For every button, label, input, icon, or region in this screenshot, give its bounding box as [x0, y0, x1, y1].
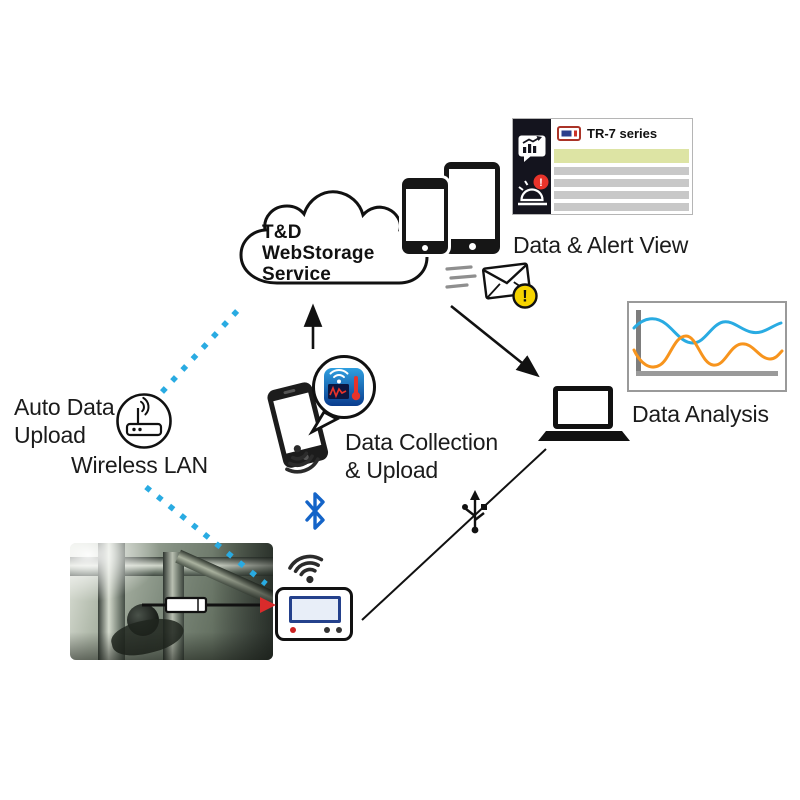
sensor-tip [260, 597, 276, 613]
chart-x-axis [636, 371, 778, 376]
laptop-icon [538, 386, 630, 441]
alert-view-panel: ! TR-7 series [512, 118, 693, 215]
sensor-plug [164, 596, 208, 614]
cloud-title: T&D WebStorage Service [262, 222, 375, 285]
chart-blue-line [632, 317, 783, 345]
data-analysis-label: Data Analysis [632, 401, 769, 427]
analysis-chart [627, 301, 787, 392]
photo-light [70, 543, 162, 602]
highlighted-data-row [554, 149, 689, 163]
logger-display [289, 596, 341, 623]
tr7-device-icon [557, 126, 581, 141]
logger-button [336, 627, 342, 633]
data-collection-label: Data Collection & Upload [345, 428, 498, 484]
logger-red-led [290, 627, 296, 633]
data-logger-icon [275, 587, 353, 641]
auto-data-line2: Upload [14, 422, 86, 448]
phone-wifi-icon [285, 445, 320, 474]
alert-lamp-icon: ! [518, 174, 549, 206]
alert-badge [533, 174, 549, 190]
data-collection-app-icon [324, 368, 364, 406]
usb-line [361, 448, 547, 621]
chart-bubble-icon [518, 135, 546, 162]
data-collection-line2: & Upload [345, 457, 439, 483]
wifi-dotted-line-lower [144, 484, 268, 587]
tablet-screen [449, 169, 495, 239]
collection-phone-icon [267, 382, 329, 468]
smartphone-icon [402, 178, 448, 254]
wifi-dotted-line-upper [159, 308, 241, 394]
data-row [554, 179, 689, 187]
data-collection-line1: Data Collection [345, 429, 498, 455]
mail-exclamation: ! [522, 287, 528, 306]
tablet-icon [444, 162, 500, 254]
data-alert-view-label: Data & Alert View [513, 232, 689, 258]
bluetooth-icon [305, 492, 325, 530]
alert-view-sidebar: ! [513, 119, 551, 214]
cloud-to-pc-arrow [450, 304, 540, 378]
smartphone-screen [406, 189, 444, 241]
alert-view-content: TR-7 series [551, 119, 692, 214]
cloud-title-line1: T&D [262, 222, 302, 243]
cloud-title-line3: Service [262, 264, 332, 285]
analysis-chart-plot [632, 310, 784, 376]
mail-alert-badge [512, 283, 538, 309]
sensor-cable [142, 596, 276, 614]
chart-orange-line [632, 334, 784, 369]
tablet-home-button [468, 243, 476, 250]
alert-exclamation: ! [539, 177, 543, 189]
logger-wifi-icon [288, 554, 324, 584]
auto-data-upload-label: Auto Data Upload [14, 393, 115, 449]
alert-view-header: TR-7 series [551, 119, 692, 148]
wireless-router-icon [116, 393, 172, 449]
mail-notification: ! [445, 262, 538, 309]
cloud-title-line2: WebStorage [262, 243, 375, 264]
data-row [554, 191, 689, 199]
auto-data-line1: Auto Data [14, 394, 115, 420]
data-row [554, 167, 689, 175]
photo-floor-shadow [70, 631, 273, 660]
wireless-lan-label: Wireless LAN [71, 452, 208, 478]
speed-lines [445, 265, 477, 289]
app-bubble [308, 355, 376, 436]
logger-button [324, 627, 330, 633]
data-row [554, 203, 689, 211]
device-series-name: TR-7 series [587, 126, 658, 141]
chart-y-axis [636, 310, 641, 376]
smartphone-home-button [422, 245, 428, 251]
usb-icon [462, 490, 487, 534]
